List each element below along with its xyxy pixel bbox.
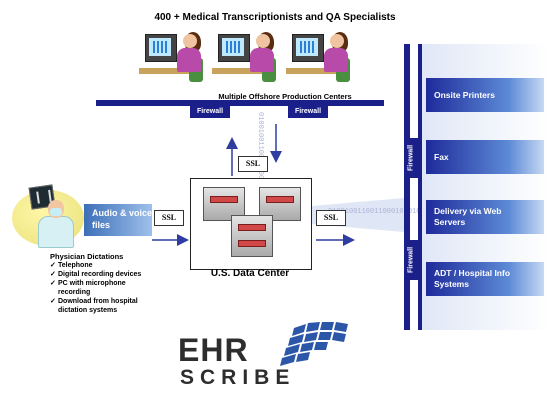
delivery-panel-edge bbox=[418, 44, 422, 330]
binary-stream: 01001001100110001010100110110 bbox=[256, 112, 264, 234]
production-centers-label: Multiple Offshore Production Centers bbox=[218, 92, 352, 101]
list-item: ✓Digital recording devices bbox=[50, 271, 142, 278]
audio-files-label: Audio & voice files bbox=[84, 204, 152, 236]
transcriptionist-icon bbox=[139, 32, 205, 84]
server-icon bbox=[231, 215, 273, 257]
transcriptionist-icon bbox=[286, 32, 352, 84]
physician-icon bbox=[12, 184, 92, 248]
offshore-firewall-bar bbox=[96, 100, 384, 106]
ehr-scribe-logo-icon: EHR SCRIBE bbox=[178, 322, 368, 392]
check-icon: ✓ bbox=[50, 280, 56, 287]
firewall-label: Firewall bbox=[404, 240, 418, 280]
list-item: ✓Download from hospital dictation system… bbox=[50, 298, 138, 314]
check-icon: ✓ bbox=[50, 262, 56, 269]
list-item: ✓Telephone bbox=[50, 262, 93, 269]
dictations-heading: Physician Dictations bbox=[50, 252, 124, 261]
logo-subtext: SCRIBE bbox=[180, 366, 296, 389]
ssl-badge: SSL bbox=[316, 210, 346, 226]
data-center-box bbox=[190, 178, 312, 270]
delivery-target-fax: Fax bbox=[426, 140, 544, 174]
diagram-title: 400 + Medical Transcriptionists and QA S… bbox=[154, 12, 396, 23]
data-center-label: U.S. Data Center bbox=[210, 268, 290, 279]
transcriptionist-icon bbox=[212, 32, 278, 84]
delivery-target-hospital-systems: ADT / Hospital Info Systems bbox=[426, 262, 544, 296]
delivery-target-web-servers: Delivery via Web Servers bbox=[426, 200, 544, 234]
list-item: ✓PC with microphone recording bbox=[50, 280, 126, 296]
check-icon: ✓ bbox=[50, 298, 56, 305]
check-icon: ✓ bbox=[50, 271, 56, 278]
firewall-label: Firewall bbox=[404, 138, 418, 178]
server-icon bbox=[203, 187, 245, 221]
firewall-label: Firewall bbox=[288, 106, 328, 118]
binary-stream: 01001001100110001010100110110 bbox=[328, 208, 450, 216]
delivery-firewall-bar bbox=[404, 44, 410, 330]
ssl-badge: SSL bbox=[238, 156, 268, 172]
delivery-target-onsite-printers: Onsite Printers bbox=[426, 78, 544, 112]
physician-dictations-list: Physician Dictations ✓Telephone ✓Digital… bbox=[50, 252, 200, 315]
logo-text: EHR bbox=[178, 332, 249, 368]
logo-grid-graphic bbox=[280, 322, 348, 366]
firewall-label: Firewall bbox=[190, 106, 230, 118]
ssl-badge: SSL bbox=[154, 210, 184, 226]
